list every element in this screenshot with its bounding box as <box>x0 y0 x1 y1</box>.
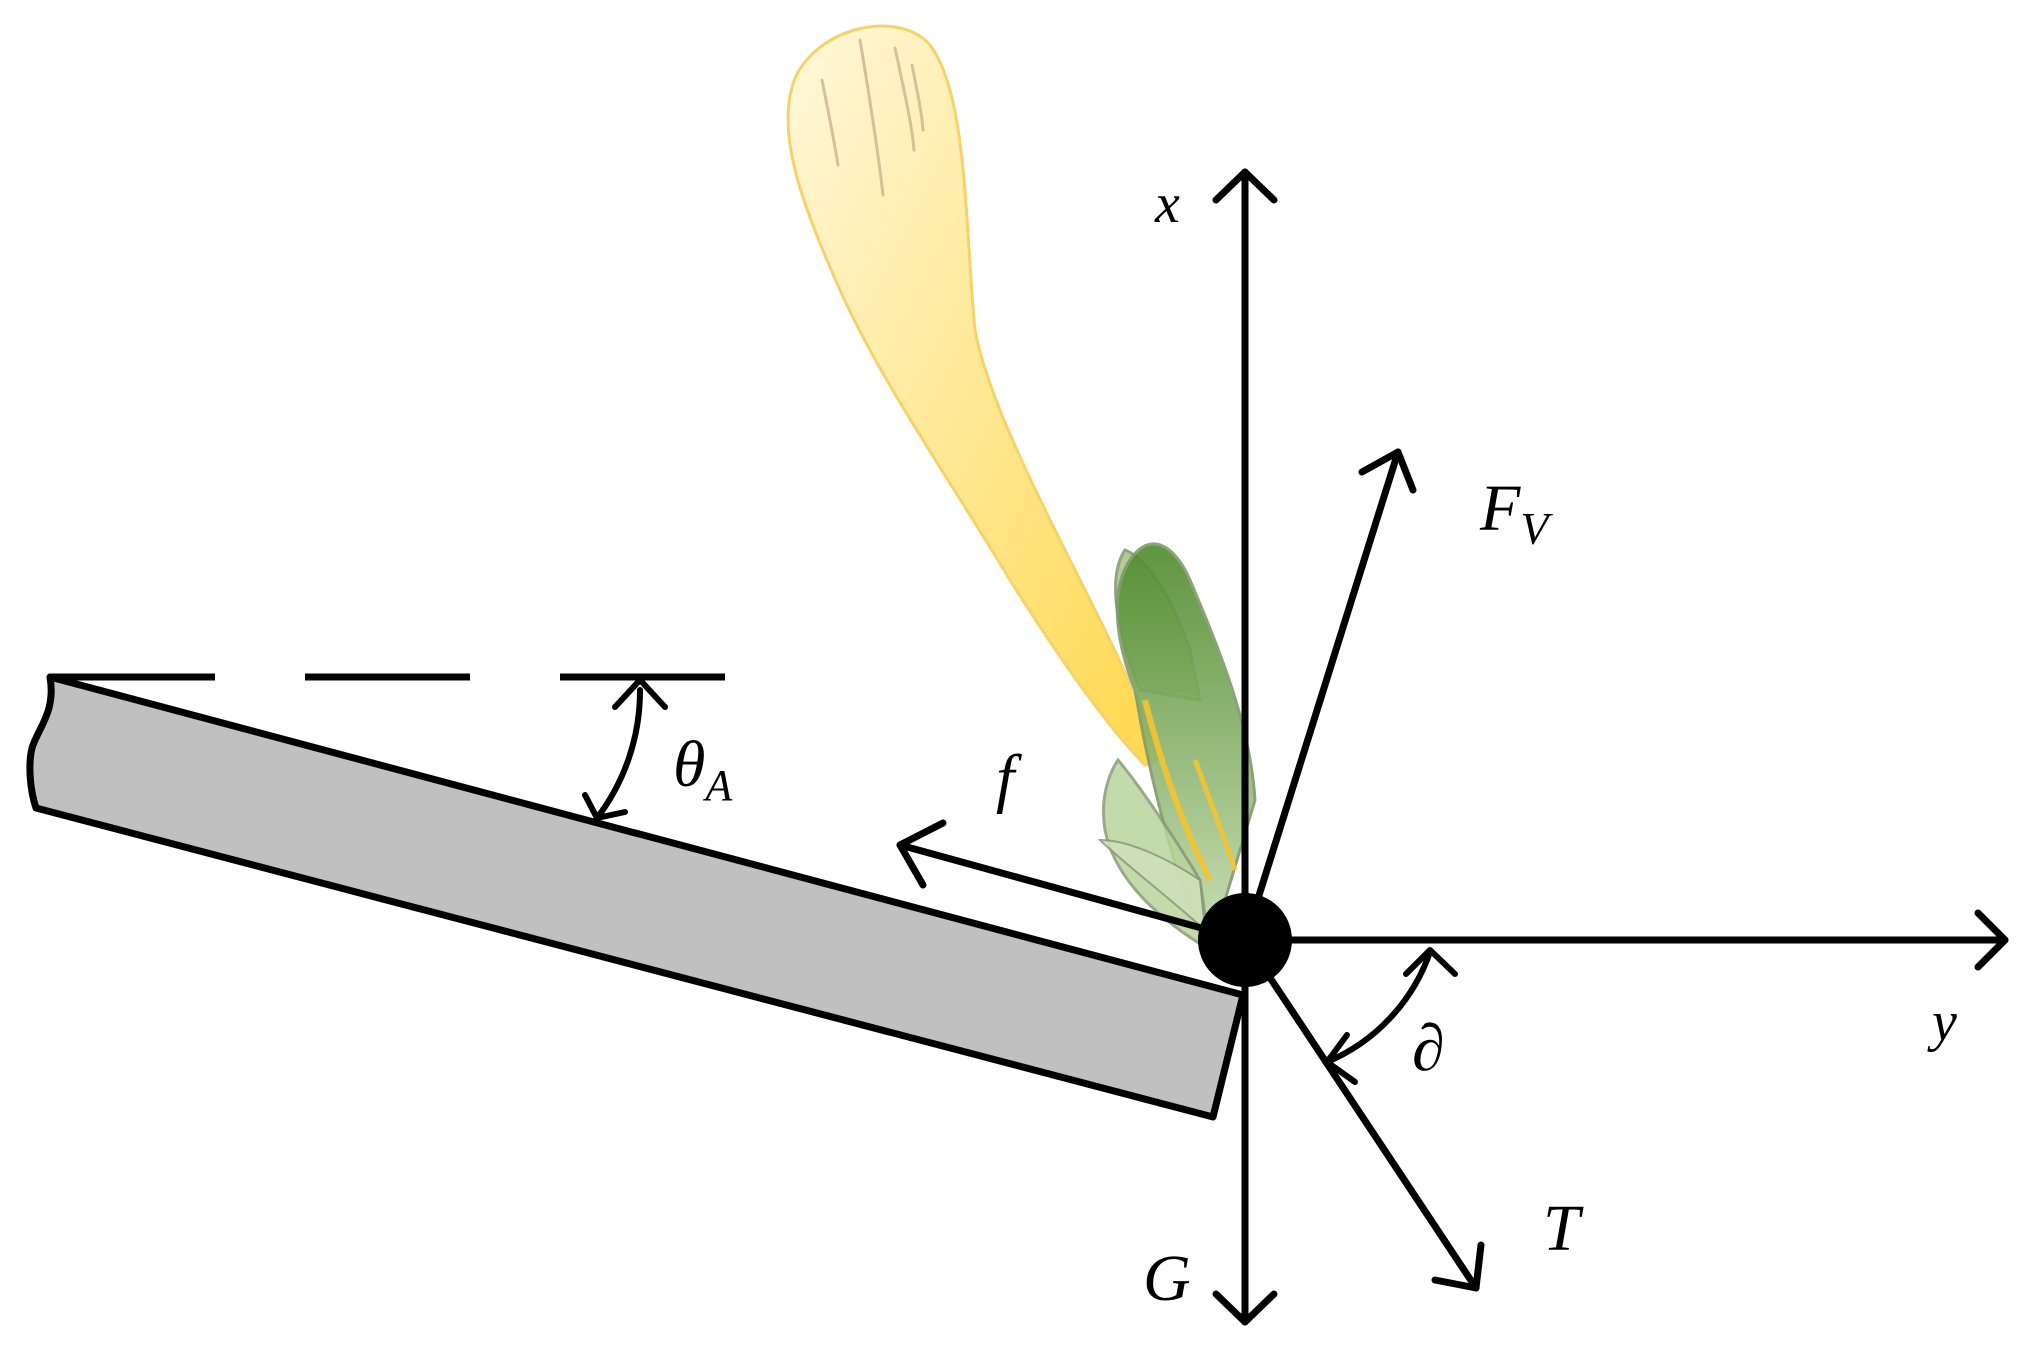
y-axis-label: y <box>1927 991 1957 1053</box>
support-force-label: FV <box>1479 472 1553 554</box>
seed-stalk-2 <box>1192 759 1238 871</box>
support-force-arrow <box>1241 448 1417 944</box>
friction-arrow <box>896 819 1249 944</box>
support-force-label-sub: V <box>1520 503 1553 554</box>
inclined-plate <box>26 673 1247 1121</box>
gravity-arrow <box>1212 936 1278 1326</box>
tension-arrow <box>1241 936 1485 1292</box>
contact-point-dot <box>1198 893 1292 987</box>
friction-label: f <box>996 742 1022 815</box>
seed-pappus-veins <box>820 38 925 197</box>
incline-angle-arc <box>582 677 668 821</box>
incline-angle-label-sub: A <box>702 761 733 810</box>
seed-pappus-shape <box>786 24 1160 767</box>
tension-angle-arc <box>1324 947 1458 1085</box>
y-axis-arrow <box>1241 909 2009 971</box>
incline-angle-label: θA <box>673 728 733 810</box>
seed-bract-left-inner <box>1097 838 1207 933</box>
gravity-label: G <box>1143 1242 1191 1315</box>
seed-stalk <box>1142 699 1213 882</box>
support-force-label-main: F <box>1479 472 1521 545</box>
incline-angle-label-main: θ <box>673 728 705 801</box>
tension-angle-label: ∂ <box>1412 1012 1445 1085</box>
tension-label: T <box>1543 1192 1584 1265</box>
x-axis-label: x <box>1154 173 1180 235</box>
x-axis-arrow <box>1212 168 1278 954</box>
